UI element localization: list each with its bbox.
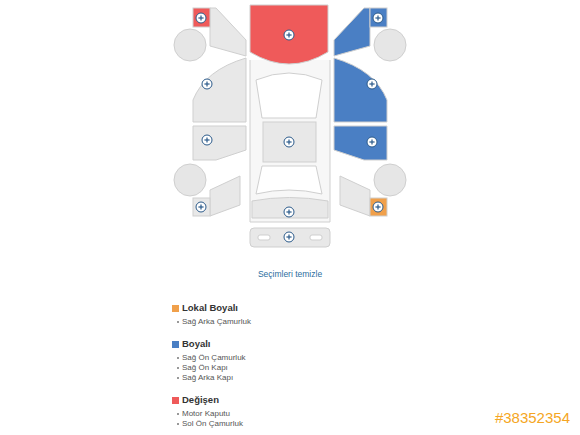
right-side — [334, 8, 406, 216]
bullet-dot — [177, 377, 179, 379]
part-label: Sol Ön Çamurluk — [182, 419, 243, 429]
legend-swatch — [172, 305, 179, 312]
part-label: Motor Kaputu — [182, 409, 230, 419]
part-label: Sağ Arka Kapı — [182, 373, 233, 383]
add-icons — [196, 13, 383, 242]
left-side — [174, 8, 246, 216]
legend-swatch — [172, 341, 179, 348]
legend-heading: Boyalı — [182, 338, 211, 349]
bullet-dot — [177, 367, 179, 369]
bullet-dot — [177, 357, 179, 359]
car-body — [250, 5, 330, 247]
legend-heading: Değişen — [182, 394, 219, 405]
legend-heading: Lokal Boyalı — [182, 302, 238, 313]
bullet-dot — [177, 321, 179, 323]
watermark: #38352354 — [495, 409, 570, 427]
part-label: Sağ Arka Çamurluk — [182, 317, 251, 327]
bullet-dot — [177, 423, 179, 425]
bullet-dot — [177, 413, 179, 415]
part-label: Sağ Ön Çamurluk — [182, 353, 246, 363]
clear-link: Seçimleri temizle — [258, 269, 322, 279]
legend-swatch — [172, 397, 179, 404]
part-label: Sağ Ön Kapı — [182, 363, 228, 373]
